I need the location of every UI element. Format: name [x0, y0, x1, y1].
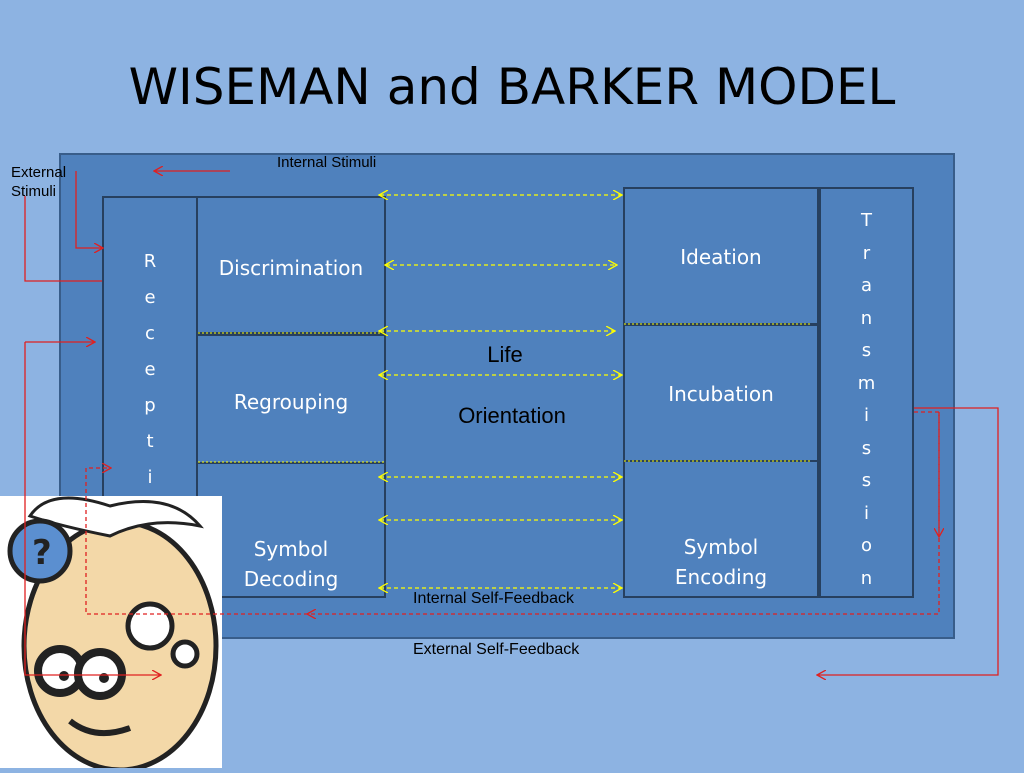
- thinking-person-icon: ?: [0, 496, 222, 773]
- discrimination-label: Discrimination: [218, 256, 364, 280]
- ideation-box: Ideation: [623, 187, 819, 325]
- transmission-letter: i: [863, 405, 869, 426]
- transmission-letter: r: [862, 242, 871, 264]
- discrimination-box: Discrimination: [196, 196, 386, 334]
- transmission-letter: m: [857, 372, 876, 394]
- life-label: Life: [487, 342, 523, 367]
- reception-letter: c: [145, 323, 155, 344]
- transmission-letter: a: [860, 275, 872, 296]
- external-feedback-arrow: [818, 407, 999, 675]
- reception-letter: e: [144, 287, 156, 308]
- external-stimuli-connector: [24, 196, 102, 282]
- incubation-label: Incubation: [668, 382, 774, 406]
- ideation-label: Ideation: [680, 245, 762, 269]
- internal-stimuli-label: Internal Stimuli: [277, 154, 377, 171]
- internal-self-feedback-label: Internal Self-Feedback: [413, 590, 574, 607]
- transmission-letter: n: [860, 307, 873, 329]
- internal-feedback-arrow: [308, 412, 940, 614]
- reception-letter: R: [143, 251, 157, 272]
- reception-letter: t: [146, 431, 154, 452]
- page-title: WISEMAN and BARKER MODEL: [128, 58, 896, 116]
- incubation-box: Incubation: [623, 324, 819, 462]
- regrouping-label: Regrouping: [233, 390, 349, 414]
- internal-feedback-return-arrow: [85, 468, 308, 615]
- external-feedback-return-arrow: [24, 342, 160, 675]
- transmission-letter: i: [863, 502, 869, 524]
- external-self-feedback-label: External Self-Feedback: [413, 641, 580, 658]
- reception-letter: i: [147, 467, 153, 488]
- svg-text:?: ?: [32, 533, 52, 573]
- symbol-decoding-label: Symbol Decoding: [243, 537, 339, 591]
- transmission-letter: s: [861, 470, 872, 491]
- transmission-letter: s: [861, 437, 872, 459]
- symbol-decoding-box: Symbol Decoding: [196, 462, 386, 598]
- external-stimuli-arrow: [75, 171, 102, 248]
- transmission-letter: T: [860, 210, 872, 231]
- external-stimuli-label: External Stimuli: [11, 164, 67, 200]
- symbol-encoding-label: Symbol Encoding: [674, 535, 768, 589]
- orientation-label: Orientation: [458, 403, 566, 428]
- transmission-letter: o: [860, 535, 872, 556]
- transmission-letter: s: [861, 340, 872, 361]
- reception-letter: e: [144, 359, 156, 380]
- transmission-letter: n: [860, 567, 873, 589]
- reception-letter: p: [144, 395, 156, 416]
- regrouping-box: Regrouping: [196, 334, 386, 464]
- internal-feedback-down-arrow: [914, 411, 939, 536]
